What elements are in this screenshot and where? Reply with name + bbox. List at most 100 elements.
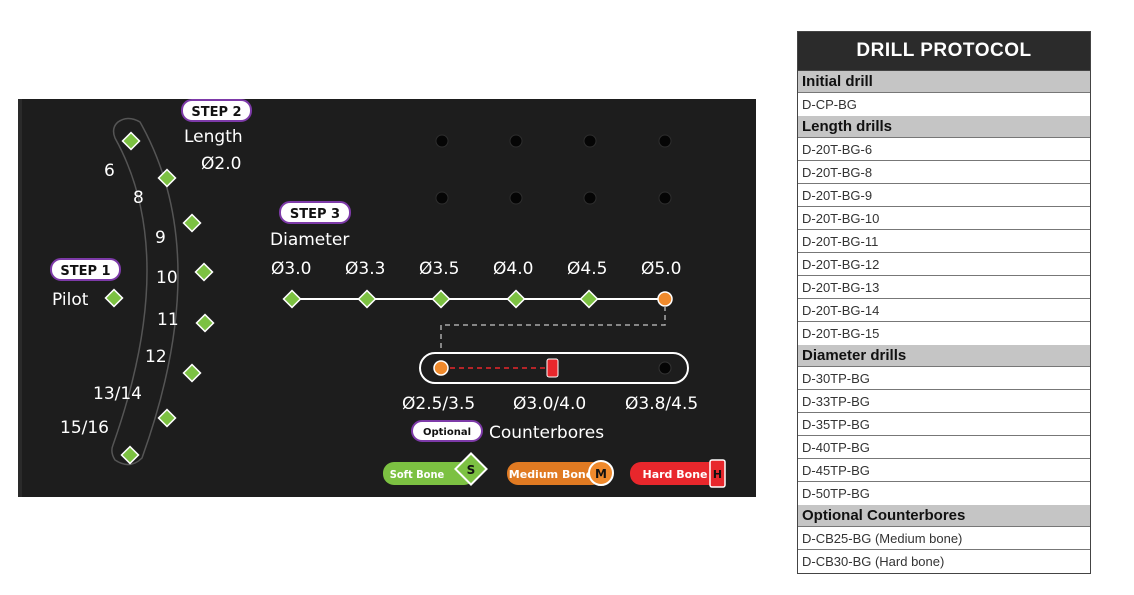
protocol-item: D-45TP-BG [798, 459, 1090, 482]
legend-soft-diamond-icon [454, 452, 488, 486]
protocol-item: D-20T-BG-14 [798, 299, 1090, 322]
step1-badge [50, 258, 121, 281]
storage-hole [509, 191, 523, 205]
length-label: 10 [156, 268, 178, 288]
tray-left-edge [18, 99, 22, 497]
step3-badge [279, 201, 351, 224]
protocol-section-diameter: Diameter drills [798, 345, 1090, 367]
legend-medium-circle-icon [588, 460, 614, 486]
length-labels: 6 8 9 10 11 12 13/14 15/16 [60, 161, 179, 438]
protocol-counterbore-list: D-CB25-BG (Medium bone) D-CB30-BG (Hard b… [798, 527, 1090, 573]
diameter-labels: Ø3.0 Ø3.3 Ø3.5 Ø4.0 Ø4.5 Ø5.0 [271, 259, 681, 279]
protocol-item: D-20T-BG-6 [798, 138, 1090, 161]
diameter-label: Ø5.0 [641, 259, 681, 279]
length-label: 12 [145, 347, 167, 367]
storage-hole [509, 134, 523, 148]
step2-badge-text: STEP 2 [191, 105, 241, 120]
length-marker [182, 213, 202, 233]
length-marker [157, 168, 177, 188]
length-label: 9 [155, 228, 166, 248]
length-label: 15/16 [60, 418, 109, 438]
length-markers [120, 131, 215, 465]
step1-badge-text: STEP 1 [60, 264, 110, 279]
storage-hole [583, 134, 597, 148]
protocol-item: D-40TP-BG [798, 436, 1090, 459]
step2-size: Ø2.0 [201, 154, 241, 174]
length-label: 8 [133, 188, 144, 208]
counterbore-label: Ø2.5/3.5 [402, 394, 475, 414]
diameter-marker [431, 289, 451, 309]
protocol-item: D-20T-BG-13 [798, 276, 1090, 299]
protocol-item: D-35TP-BG [798, 413, 1090, 436]
drill-protocol-table: DRILL PROTOCOL Initial drill D-CP-BG Len… [797, 31, 1091, 574]
length-marker [194, 262, 214, 282]
length-marker [182, 363, 202, 383]
diameter-label: Ø4.5 [567, 259, 607, 279]
protocol-item: D-20T-BG-15 [802, 326, 880, 341]
step1-label: Pilot [52, 290, 89, 310]
protocol-item: D-CB25-BG (Medium bone) [798, 527, 1090, 550]
counterbore-hole [658, 361, 672, 375]
step3-badge-text: STEP 3 [290, 207, 340, 222]
protocol-title: DRILL PROTOCOL [798, 32, 1090, 71]
pilot-marker [104, 288, 124, 308]
legend-hard-rect-icon [709, 459, 726, 488]
counterbore-label: Ø3.0/4.0 [513, 394, 586, 414]
storage-hole [658, 134, 672, 148]
length-marker [121, 131, 141, 151]
diameter-label: Ø4.0 [493, 259, 533, 279]
protocol-item: D-33TP-BG [798, 390, 1090, 413]
diameter-marker [357, 289, 377, 309]
legend-medium-pill [507, 462, 603, 485]
optional-badge-text: Optional [423, 427, 471, 438]
protocol-item: D-30TP-BG [798, 367, 1090, 390]
legend-soft-label: Soft Bone [390, 468, 445, 481]
protocol-item: D-20T-BG-12 [798, 253, 1090, 276]
length-track [111, 117, 179, 466]
diameter-marker [579, 289, 599, 309]
counterbore-label: Ø3.8/4.5 [625, 394, 698, 414]
length-marker [120, 445, 140, 465]
step2-badge [181, 99, 252, 122]
protocol-item: D-20T-BG-9 [798, 184, 1090, 207]
protocol-item: D-CB30-BG (Hard bone) [802, 554, 945, 569]
legend-medium-label: Medium Bone [509, 468, 593, 481]
storage-holes [435, 134, 672, 205]
length-label: 13/14 [93, 384, 142, 404]
diameter-marker-medium [657, 291, 673, 307]
counterbore-medium-marker [433, 360, 449, 376]
protocol-item: D-50TP-BG [802, 486, 870, 501]
diameter-marker [282, 289, 302, 309]
protocol-section-initial: Initial drill [798, 71, 1090, 93]
storage-hole [658, 191, 672, 205]
legend-hard-label: Hard Bone [643, 468, 708, 481]
length-marker [157, 408, 177, 428]
protocol-section-counterbores: Optional Counterbores [798, 505, 1090, 527]
length-marker [195, 313, 215, 333]
protocol-item: D-20T-BG-10 [798, 207, 1090, 230]
legend-hard-pill [630, 462, 720, 485]
diameter-label: Ø3.3 [345, 259, 385, 279]
legend-soft-pill [383, 462, 475, 485]
step2-label: Length [184, 127, 243, 147]
protocol-item: D-20T-BG-11 [798, 230, 1090, 253]
legend-hard-letter: H [713, 468, 722, 481]
protocol-initial-list: D-CP-BG [798, 93, 1090, 116]
diameter-marker [506, 289, 526, 309]
length-label: 6 [104, 161, 115, 181]
optional-badge [411, 420, 483, 442]
protocol-item: D-CP-BG [802, 97, 857, 112]
diameter-label: Ø3.0 [271, 259, 311, 279]
counterbores-title: Counterbores [489, 423, 604, 443]
diameter-markers [282, 289, 673, 309]
legend-soft-letter: S [467, 463, 476, 477]
legend-medium-letter: M [595, 467, 607, 481]
step3-label: Diameter [270, 230, 349, 250]
diameter-label: Ø3.5 [419, 259, 459, 279]
length-label: 11 [157, 310, 179, 330]
counterbore-connector [440, 306, 666, 362]
storage-hole [435, 191, 449, 205]
